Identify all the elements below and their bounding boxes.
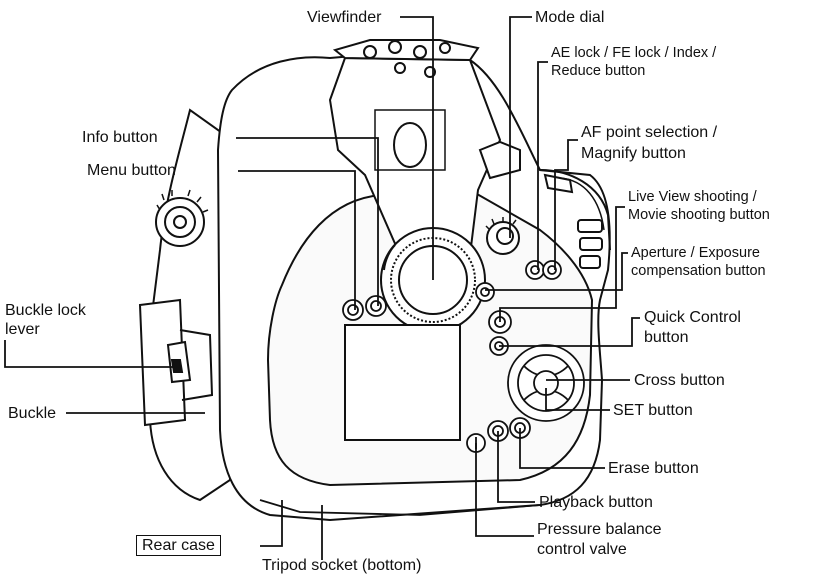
label-buckle-lock-line1: Buckle lock xyxy=(5,302,86,319)
label-af-point-line2: Magnify button xyxy=(581,145,686,162)
ae-lock-button-shape xyxy=(525,260,545,280)
label-pressure-line2: control valve xyxy=(537,541,627,558)
af-point-button-shape xyxy=(542,260,562,280)
buckle-assembly xyxy=(138,298,214,427)
label-rear-case: Rear case xyxy=(136,535,221,556)
label-af-point-line1: AF point selection / xyxy=(581,124,718,141)
prism-hump xyxy=(328,39,502,256)
side-vents xyxy=(577,219,603,269)
label-quick-control-line1: Quick Control xyxy=(644,309,741,326)
label-live-view-line1: Live View shooting / xyxy=(628,189,757,205)
label-tripod-socket: Tripod socket (bottom) xyxy=(262,557,422,574)
info-button-shape xyxy=(365,295,387,317)
leader-lines xyxy=(4,16,640,560)
label-buckle-lock-line2: lever xyxy=(5,321,40,338)
label-viewfinder: Viewfinder xyxy=(307,9,382,26)
menu-button-shape xyxy=(342,299,364,321)
label-info-button: Info button xyxy=(82,129,158,146)
lcd-window xyxy=(344,324,461,441)
label-live-view-line2: Movie shooting button xyxy=(628,207,770,223)
label-ae-lock-line2: Reduce button xyxy=(551,63,646,79)
label-erase-button: Erase button xyxy=(608,460,699,477)
label-ae-lock-line1: AE lock / FE lock / Index / xyxy=(551,45,717,61)
aperture-button-shape xyxy=(475,282,495,302)
label-pressure-line1: Pressure balance xyxy=(537,521,662,538)
bottom-contour xyxy=(259,499,541,516)
label-set-button: SET button xyxy=(613,402,693,419)
label-buckle: Buckle xyxy=(8,405,57,422)
left-knob xyxy=(155,189,209,247)
label-menu-button: Menu button xyxy=(87,162,176,179)
label-aperture-line2: compensation button xyxy=(631,263,766,279)
label-playback-button: Playback button xyxy=(539,494,653,511)
label-cross-button: Cross button xyxy=(634,372,725,389)
label-mode-dial: Mode dial xyxy=(535,9,605,26)
label-aperture-line1: Aperture / Exposure xyxy=(631,245,760,261)
mode-dial xyxy=(485,217,520,255)
label-quick-control-line2: button xyxy=(644,329,689,346)
